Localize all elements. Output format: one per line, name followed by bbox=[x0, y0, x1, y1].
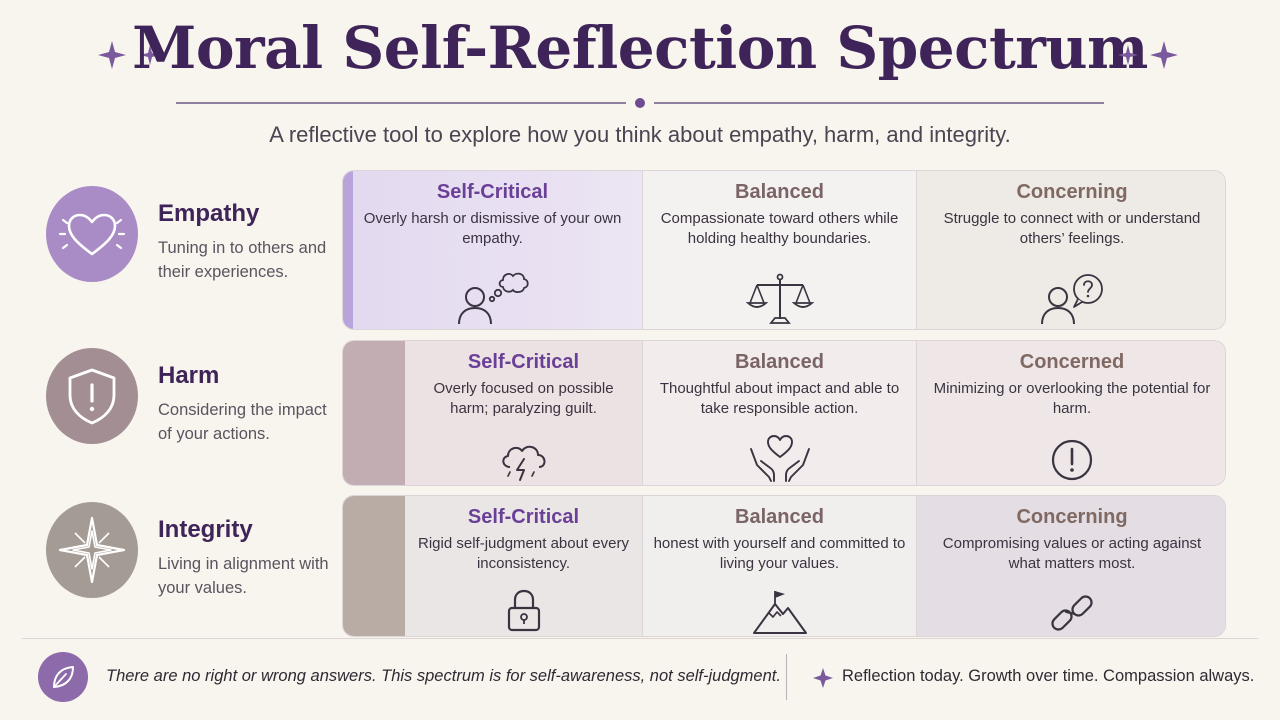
row-label-integrity: Integrity Living in alignment with your … bbox=[46, 502, 336, 602]
cell-concerned: Concerned Minimizing or overlooking the … bbox=[917, 341, 1225, 485]
shield-alert-icon bbox=[68, 368, 116, 425]
level-label: Self-Critical bbox=[436, 181, 549, 203]
title-divider bbox=[176, 98, 1104, 108]
footer-note: There are no right or wrong answers. Thi… bbox=[106, 667, 781, 685]
row-description: Living in alignment with your values. bbox=[158, 555, 329, 597]
harm-circle bbox=[46, 348, 138, 444]
scales-icon bbox=[745, 273, 814, 324]
integrity-accent-band bbox=[343, 496, 405, 636]
level-label: Concerning bbox=[1016, 506, 1128, 528]
level-label: Concerned bbox=[1019, 351, 1125, 373]
level-label: Self-Critical bbox=[467, 351, 580, 373]
lock-icon bbox=[507, 589, 540, 632]
sparkles-right-icon bbox=[1118, 41, 1178, 69]
sparkles-left-icon bbox=[98, 41, 160, 69]
harm-accent-band bbox=[343, 341, 405, 485]
integrity-circle bbox=[46, 502, 138, 598]
page-title: Moral Self-Reflection Spectrum bbox=[132, 14, 1148, 82]
empathy-circle bbox=[46, 186, 138, 282]
footer-separator bbox=[786, 654, 787, 700]
cell-concerning: Concerning Compromising values or acting… bbox=[917, 496, 1225, 636]
row-title: Harm bbox=[158, 362, 220, 389]
level-description: Overly focused on possible harm; paralyz… bbox=[433, 380, 614, 417]
cell-concerning: Concerning Struggle to connect with or u… bbox=[917, 171, 1225, 329]
row-description: Tuning in to others and their experience… bbox=[158, 239, 327, 281]
row-description: Considering the impact of your actions. bbox=[158, 401, 327, 443]
row-title: Integrity bbox=[158, 516, 253, 543]
level-label: Balanced bbox=[735, 181, 824, 203]
alert-circle-icon bbox=[1051, 439, 1093, 481]
level-label: Concerning bbox=[1016, 181, 1128, 203]
broken-chain-icon bbox=[1051, 595, 1093, 631]
cell-self-critical: Self-Critical Overly focused on possible… bbox=[405, 341, 642, 485]
level-label: Balanced bbox=[735, 351, 824, 373]
footer-motto: Reflection today. Growth over time. Comp… bbox=[842, 667, 1255, 685]
spectrum-card-integrity: Self-Critical Rigid self-judgment about … bbox=[342, 495, 1226, 637]
row-label-empathy: Empathy Tuning in to others and their ex… bbox=[46, 186, 336, 286]
spectrum-card-empathy: Self-Critical Overly harsh or dismissive… bbox=[342, 170, 1226, 330]
level-description: Overly harsh or dismissive of your own e… bbox=[363, 210, 622, 247]
person-thought-bubble-icon bbox=[457, 272, 529, 325]
cell-self-critical: Self-Critical Rigid self-judgment about … bbox=[405, 496, 642, 636]
sparkle-icon bbox=[813, 668, 833, 688]
level-description: Thoughtful about impact and able to take… bbox=[659, 380, 900, 417]
page-subtitle: A reflective tool to explore how you thi… bbox=[269, 122, 1011, 147]
row-title: Empathy bbox=[158, 200, 260, 227]
hands-heart-icon bbox=[749, 435, 810, 482]
level-description: Compassionate toward others while holdin… bbox=[660, 210, 899, 247]
level-description: Compromising values or acting against wh… bbox=[942, 535, 1202, 572]
level-description: Struggle to connect with or understand o… bbox=[943, 210, 1201, 247]
mountain-flag-icon bbox=[752, 591, 807, 634]
footer-divider bbox=[22, 638, 1258, 639]
header: Moral Self-Reflection Spectrum A reflect… bbox=[0, 0, 1280, 160]
person-question-icon bbox=[1041, 274, 1103, 325]
compass-star-icon bbox=[58, 516, 126, 584]
cell-balanced: Balanced honest with yourself and commit… bbox=[643, 496, 916, 636]
heart-icon bbox=[58, 213, 126, 256]
cell-balanced: Balanced Thoughtful about impact and abl… bbox=[643, 341, 916, 485]
cell-self-critical: Self-Critical Overly harsh or dismissive… bbox=[343, 171, 642, 329]
level-label: Self-Critical bbox=[467, 506, 580, 528]
spectrum-card-harm: Self-Critical Overly focused on possible… bbox=[342, 340, 1226, 486]
level-description: honest with yourself and committed to li… bbox=[653, 535, 906, 572]
storm-cloud-icon bbox=[501, 445, 545, 481]
leaf-icon bbox=[38, 652, 88, 702]
level-description: Rigid self-judgment about every inconsis… bbox=[418, 535, 629, 572]
cell-balanced: Balanced Compassionate toward others whi… bbox=[643, 171, 916, 329]
row-label-harm: Harm Considering the impact of your acti… bbox=[46, 348, 336, 448]
level-description: Minimizing or overlooking the potential … bbox=[933, 380, 1211, 417]
level-label: Balanced bbox=[735, 506, 824, 528]
